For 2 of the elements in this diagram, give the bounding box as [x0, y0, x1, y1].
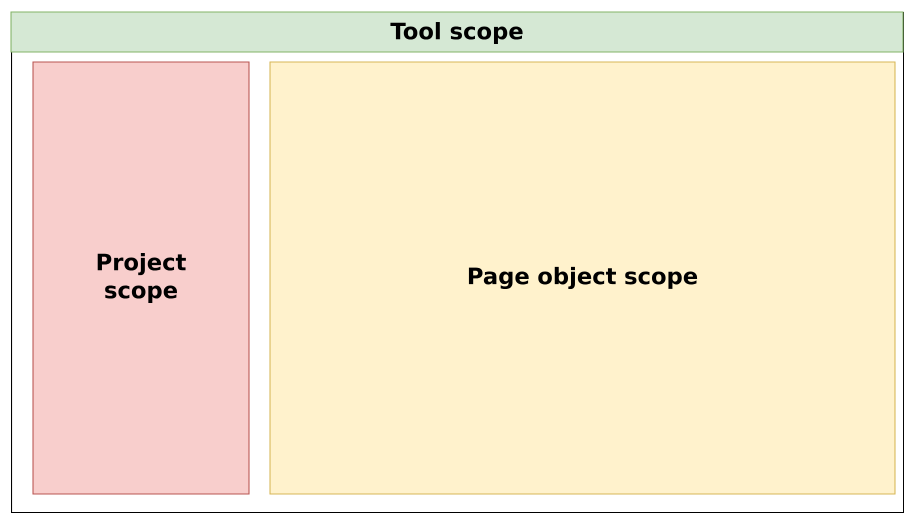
scope-box: Page object scope [269, 61, 896, 495]
scope-box: Project scope [32, 61, 250, 495]
